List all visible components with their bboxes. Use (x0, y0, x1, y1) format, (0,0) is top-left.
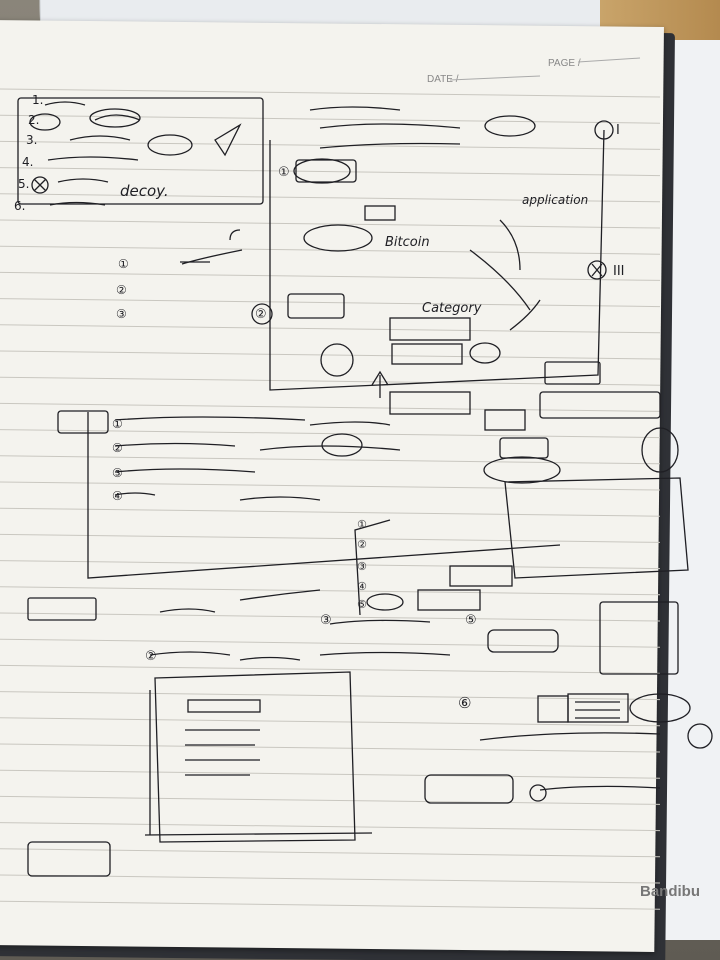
brand-name: Bandibu (640, 883, 700, 900)
ruled-line (0, 848, 661, 858)
ruled-line (0, 586, 661, 596)
list-item-1: 1. (32, 93, 43, 107)
ruled-line (0, 324, 661, 334)
mid-item-1: ① (112, 417, 123, 431)
ruled-line (0, 612, 661, 622)
roman-one-text: I (616, 123, 620, 138)
middle-section-tag (57, 410, 109, 434)
ruled-line (0, 455, 661, 465)
ruled-line (0, 691, 661, 701)
sub-list-3: ③ (357, 560, 367, 573)
ruled-line (0, 874, 661, 884)
left-mini-3: ③ (116, 307, 127, 321)
x-circle-icon (31, 176, 49, 194)
upper-right-diagram (180, 106, 614, 398)
circled-one-label: ① (278, 165, 290, 180)
wireframe-sketch (154, 671, 356, 843)
page-label: PAGE / (548, 58, 581, 69)
date-label: DATE / (427, 74, 459, 85)
roman-three-marker-icon (587, 260, 607, 280)
top-left-list (17, 97, 264, 206)
list-item-3: 3. (26, 133, 37, 147)
ruled-line (0, 114, 661, 124)
sub-list-2: ② (357, 538, 367, 551)
sub-list-5: ⑤ (357, 598, 367, 611)
ruled-line (0, 350, 661, 360)
mid-item-2: ② (112, 441, 123, 455)
ruled-line (0, 219, 661, 229)
lower-circled-6: ⑥ (458, 694, 471, 712)
list-item-6: 6. (14, 199, 25, 213)
circled-2-marker (251, 303, 273, 325)
list-box (17, 97, 264, 205)
sub-list-1: ① (357, 518, 367, 531)
circled-two-text: ② (255, 307, 267, 322)
left-mini-1: ① (118, 257, 129, 271)
ruled-line (0, 717, 661, 727)
ruled-line (0, 429, 661, 439)
ruled-line (0, 769, 661, 779)
left-mini-2: ② (116, 283, 127, 297)
list-item-5: 5. (18, 177, 29, 191)
service-tag (27, 597, 97, 621)
mid-item-3: ③ (112, 466, 123, 480)
ruled-line (0, 167, 661, 177)
lower-circled-2: ② (145, 649, 157, 664)
mid-item-4: ④ (112, 489, 123, 503)
lower-section (27, 589, 713, 877)
ruled-line (0, 743, 661, 753)
ruled-lines (0, 88, 661, 910)
lower-circled-5: ⑤ (465, 613, 477, 628)
ruled-line (0, 533, 661, 543)
list-item-4: 4. (22, 155, 33, 169)
sub-list-4: ④ (357, 580, 367, 593)
ruled-line (0, 507, 661, 517)
application-text: application (522, 193, 588, 207)
right-boxes (484, 361, 661, 431)
ruled-line (0, 402, 661, 412)
ruled-line (0, 822, 661, 832)
ruled-line (0, 88, 661, 98)
ruled-line (0, 481, 661, 491)
ruled-line (0, 900, 661, 910)
ruled-line (0, 140, 661, 150)
ruled-line (0, 664, 661, 674)
ruled-line (0, 271, 661, 281)
middle-section (57, 391, 689, 616)
roman-three-text: III (613, 264, 625, 279)
ruled-line (0, 298, 661, 308)
list-item-2: 2. (28, 113, 39, 127)
ruled-line (0, 795, 661, 805)
roman-one-marker-icon (594, 120, 614, 140)
ruled-line (0, 638, 661, 648)
bitcoin-text: Bitcoin (385, 235, 430, 250)
category-text: Category (422, 301, 482, 316)
ruled-line (0, 560, 661, 570)
decoy-text: decoy. (120, 182, 169, 200)
lower-circled-3: ③ (320, 613, 332, 628)
ruled-line (0, 193, 661, 203)
